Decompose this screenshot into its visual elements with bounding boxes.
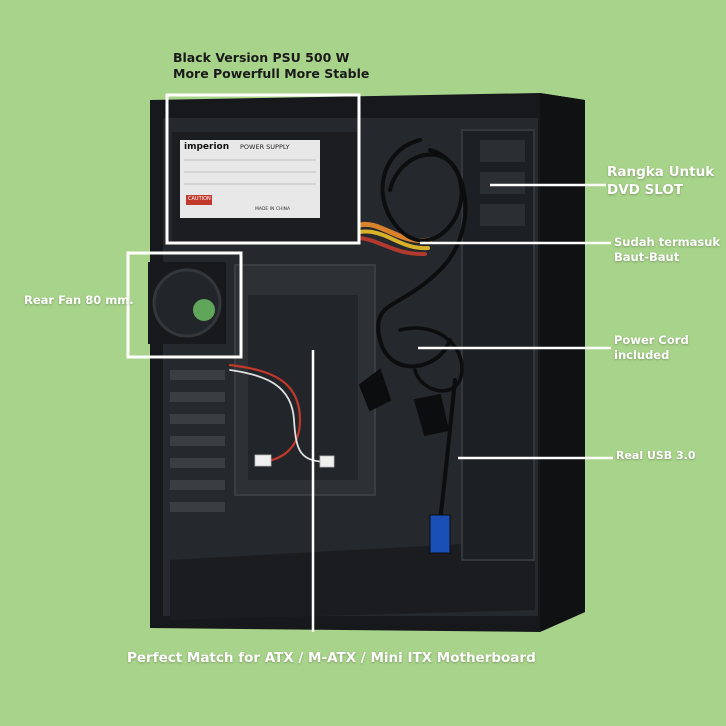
power-plug xyxy=(413,393,450,437)
psu-cables xyxy=(228,221,433,468)
baut-annotation-line2: Baut-Baut xyxy=(614,249,680,264)
slot-bracket xyxy=(170,502,225,512)
psu-origin: MADE IN CHINA xyxy=(255,207,291,212)
dvd-bay-slot xyxy=(480,140,525,162)
power-supply xyxy=(172,132,357,242)
dvd-annotation-line1: Rangka Untuk xyxy=(607,164,715,180)
slot-bracket xyxy=(170,480,225,490)
slot-bracket xyxy=(170,436,225,446)
slot-bracket xyxy=(170,392,225,402)
dvd-annotation: Rangka Untuk DVD SLOT xyxy=(607,164,714,199)
case-floor xyxy=(170,540,535,620)
fan-wire xyxy=(229,369,331,463)
baut-annotation-line1: Sudah termasuk xyxy=(614,235,721,249)
psu-annotation-line1: Black Version PSU 500 W xyxy=(173,50,350,65)
fan-highlight-box xyxy=(126,251,243,359)
psu-brand: imperion xyxy=(184,142,230,152)
power-annotation-line1: Power Cord xyxy=(614,333,689,347)
dvd-bay-slot xyxy=(480,204,525,226)
drive-bay xyxy=(461,129,535,561)
psu-highlight-box xyxy=(165,93,361,245)
slot-bracket xyxy=(170,370,225,380)
cable-bundle xyxy=(358,229,430,251)
dvd-bay-slot xyxy=(480,172,525,194)
fan-hub xyxy=(193,299,215,321)
tray-cutout xyxy=(248,295,358,480)
psu-title: POWER SUPPLY xyxy=(240,143,290,151)
callout-lines xyxy=(311,183,613,632)
motherboard-annotation: Perfect Match for ATX / M-ATX / Mini ITX… xyxy=(127,650,536,666)
power-cord xyxy=(358,138,468,554)
usb-cable xyxy=(438,378,457,522)
cord-coil xyxy=(398,326,464,393)
fan-connector xyxy=(319,455,335,468)
fan-connector xyxy=(254,454,272,467)
expansion-slots xyxy=(170,370,225,512)
psu-caution-badge xyxy=(186,195,212,205)
baut-annotation: Sudah termasuk Baut-Baut xyxy=(614,235,720,265)
usb3-connector xyxy=(429,514,451,554)
cable-bundle xyxy=(358,236,427,257)
front-panel xyxy=(540,93,585,632)
usb-annotation: Real USB 3.0 xyxy=(616,449,696,462)
psu-annotation-line2: More Powerfull More Stable xyxy=(173,66,370,82)
slot-bracket xyxy=(170,458,225,468)
fan-annotation: Rear Fan 80 mm. xyxy=(24,293,134,307)
power-annotation-line2: included xyxy=(614,347,670,362)
power-plug xyxy=(358,368,392,412)
psu-caution: CAUTION xyxy=(188,196,211,202)
dvd-annotation-line2: DVD SLOT xyxy=(607,181,684,198)
slot-bracket xyxy=(170,414,225,424)
fan-wire xyxy=(228,363,302,464)
cord-coil xyxy=(376,148,468,369)
cord-coil xyxy=(380,138,464,243)
rear-fan xyxy=(148,262,226,344)
power-cord-annotation: Power Cord included xyxy=(614,333,689,363)
psu-annotation: Black Version PSU 500 W More Powerfull M… xyxy=(173,50,369,83)
